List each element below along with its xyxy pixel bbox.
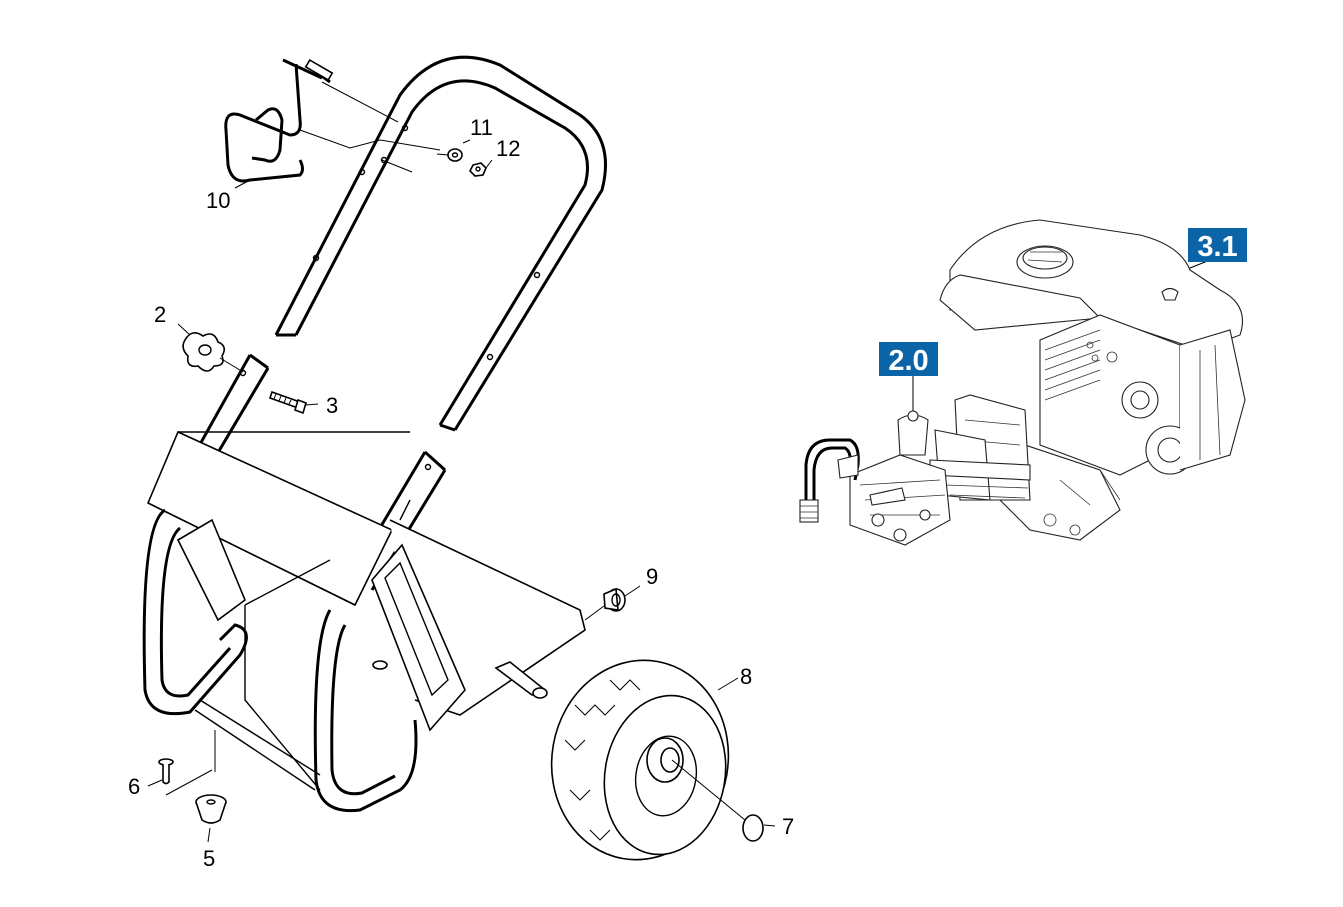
- hub-cap-part: [603, 587, 626, 612]
- engine-pump-assembly: [799, 219, 1246, 546]
- pin-part: [158, 758, 174, 785]
- assembly-badge-3-1-label: 3.1: [1197, 231, 1237, 263]
- callout-2: 2: [154, 302, 166, 327]
- callout-3: 3: [326, 393, 338, 418]
- washer-part: [447, 148, 463, 162]
- assembly-badge-2-0[interactable]: 2.0: [879, 342, 938, 377]
- callout-8: 8: [740, 664, 752, 689]
- callout-9: 9: [646, 564, 658, 589]
- nut-part: [469, 162, 487, 177]
- callout-11: 11: [470, 115, 493, 140]
- star-knob-part: [182, 332, 226, 372]
- callout-5: 5: [203, 846, 215, 871]
- callout-7: 7: [782, 814, 794, 839]
- assembly-badge-3-1[interactable]: 3.1: [1188, 228, 1247, 263]
- leader-lines: [147, 81, 1211, 843]
- bolt-part: [268, 390, 307, 415]
- o-ring-part: [742, 814, 764, 842]
- wheel-part: [550, 659, 730, 861]
- hose-hook-part: [224, 58, 334, 183]
- callout-10: 10: [206, 188, 230, 213]
- callout-6: 6: [128, 774, 140, 799]
- callout-12: 12: [496, 136, 520, 161]
- rubber-foot-part: [195, 794, 227, 824]
- frame-handle: [142, 55, 607, 813]
- assembly-badge-2-0-label: 2.0: [888, 345, 928, 377]
